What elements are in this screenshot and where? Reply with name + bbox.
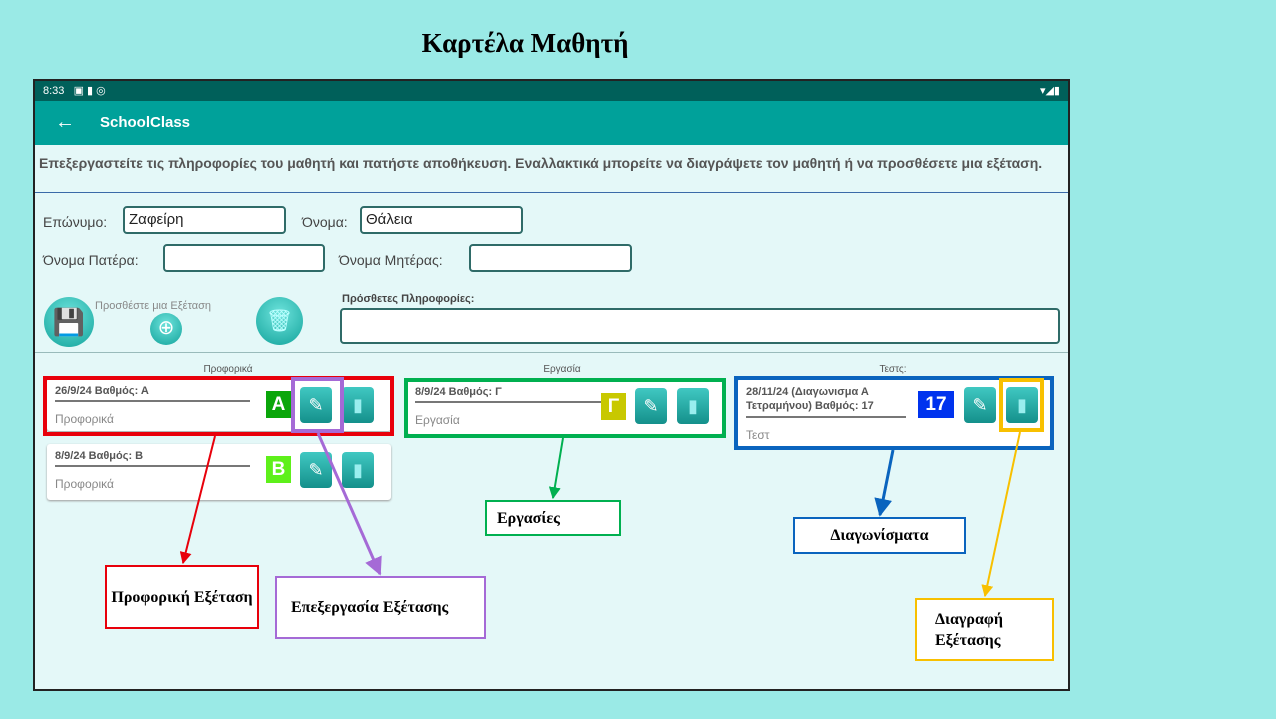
delete-button-highlight [999, 378, 1044, 432]
arrow-yellow [981, 431, 1021, 598]
status-bar: 8:33 ▣ ▮ ◎ ▾◢▮ [35, 81, 1068, 101]
notification-icons: ▣ ▮ ◎ [67, 85, 106, 97]
device-screen: 8:33 ▣ ▮ ◎ ▾◢▮ ← SchoolClass Επεξεργαστε… [33, 79, 1070, 691]
divider [35, 352, 1068, 353]
edit-button-highlight [291, 377, 344, 433]
trash-icon: ▮ [353, 395, 363, 415]
exam-type: Εργασία [415, 413, 460, 427]
father-name-input[interactable] [163, 244, 325, 272]
exam-type: Προφορικά [55, 477, 114, 491]
project-highlight [404, 378, 726, 438]
surname-label: Επώνυμο: [43, 214, 108, 230]
mother-name-label: Όνομα Μητέρας: [339, 252, 443, 268]
floppy-disk-icon: 💾 [52, 307, 86, 337]
pencil-icon: ✎ [308, 460, 324, 480]
exam-type: Τεστ [746, 428, 770, 442]
tests-annotation: Διαγωνίσματα [793, 517, 966, 554]
save-button[interactable]: 💾 [44, 297, 94, 347]
trash-icon: 🗑 [265, 308, 294, 333]
edit-exam-button[interactable]: ✎ [635, 388, 667, 424]
projects-annotation: Εργασίες [485, 500, 621, 536]
father-name-label: Όνομα Πατέρα: [43, 252, 139, 268]
extra-info-input[interactable] [340, 308, 1060, 344]
app-title: SchoolClass [100, 114, 191, 131]
oral-exam-annotation: Προφορική Εξέταση [105, 565, 259, 629]
divider [35, 192, 1068, 193]
edit-exam-annotation: Επεξεργασία Εξέτασης [275, 576, 486, 639]
exam-card[interactable]: 28/11/24 (Διαγωνισμα Α Τετραμήνου) Βαθμό… [738, 379, 1050, 447]
app-bar: ← SchoolClass [35, 101, 1068, 145]
edit-exam-button[interactable]: ✎ [964, 387, 996, 423]
edit-exam-button[interactable]: ✎ [300, 387, 332, 423]
exam-type: Προφορικά [55, 412, 114, 426]
grade-badge: B [266, 456, 291, 483]
exam-title: 28/11/24 (Διαγωνισμα Α Τετραμήνου) Βαθμό… [746, 385, 906, 418]
add-exam-label: Προσθέστε μια Εξέταση [95, 300, 212, 312]
name-input[interactable]: Θάλεια [360, 206, 523, 234]
test-column-header: Τεστς: [879, 364, 907, 375]
signal-battery-icon: ▾◢▮ [1039, 85, 1060, 97]
exam-title: 26/9/24 Βαθμός: Α [55, 385, 250, 402]
exam-card[interactable]: 8/9/24 Βαθμός: Γ Εργασία Γ ✎ ▮ [407, 380, 723, 434]
trash-icon: ▮ [1017, 395, 1027, 415]
delete-exam-annotation: Διαγραφή Εξέτασης [915, 598, 1054, 661]
extra-info-label: Πρόσθετες Πληροφορίες: [342, 293, 475, 305]
arrow-red [179, 435, 216, 565]
exam-title: 8/9/24 Βαθμός: Γ [415, 386, 610, 403]
mother-name-input[interactable] [469, 244, 632, 272]
grade-badge: A [266, 391, 291, 418]
delete-exam-button[interactable]: ▮ [342, 387, 374, 423]
delete-exam-button[interactable]: ▮ [1006, 387, 1038, 423]
delete-exam-button[interactable]: ▮ [677, 388, 709, 424]
arrow-green [548, 437, 564, 500]
status-time: 8:33 [43, 85, 65, 97]
pencil-icon: ✎ [308, 395, 324, 415]
grade-badge: Γ [601, 393, 626, 420]
edit-exam-button[interactable]: ✎ [300, 452, 332, 488]
trash-icon: ▮ [688, 396, 698, 416]
pencil-icon: ✎ [972, 395, 988, 415]
exam-card[interactable]: 8/9/24 Βαθμός: Β Προφορικά B ✎ ▮ [47, 444, 391, 500]
test-highlight [734, 376, 1054, 450]
surname-input[interactable]: Ζαφείρη [123, 206, 286, 234]
arrow-blue [874, 449, 895, 517]
plus-circle-icon: ⊕ [157, 317, 175, 339]
oral-exam-highlight [43, 376, 394, 436]
exam-title: 8/9/24 Βαθμός: Β [55, 450, 250, 467]
instructions-text: Επεξεργαστείτε τις πληροφορίες του μαθητ… [39, 155, 1043, 171]
add-exam-button[interactable]: ⊕ [150, 313, 182, 345]
oral-column-header: Προφορικά [203, 364, 253, 375]
trash-icon: ▮ [353, 460, 363, 480]
project-column-header: Εργασία [543, 364, 581, 375]
page-title: Καρτέλα Μαθητή [421, 28, 629, 58]
arrow-purple [316, 432, 382, 576]
delete-student-button[interactable]: 🗑 [256, 297, 303, 345]
back-arrow-icon[interactable]: ← [55, 111, 75, 133]
name-label: Όνομα: [302, 214, 348, 230]
pencil-icon: ✎ [643, 396, 659, 416]
exam-card[interactable]: 26/9/24 Βαθμός: Α Προφορικά A ✎ ▮ [47, 379, 391, 431]
grade-badge: 17 [918, 391, 954, 418]
delete-exam-button[interactable]: ▮ [342, 452, 374, 488]
